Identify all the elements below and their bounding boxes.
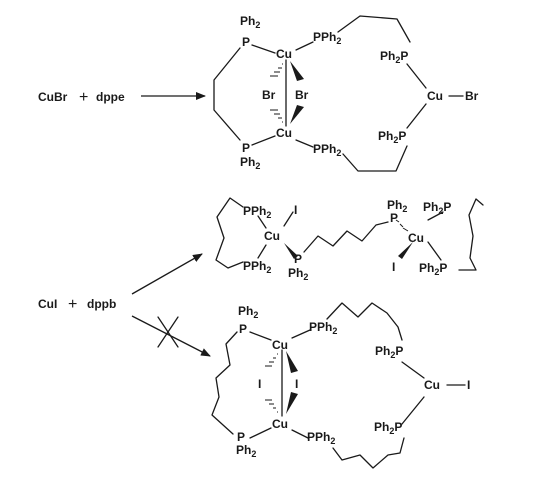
iodine-label: I <box>258 377 261 391</box>
bromine-label: Br <box>465 89 479 103</box>
wedge-bond <box>398 242 413 259</box>
dppe-backbone-left <box>213 47 241 141</box>
ph2-label: Ph2 <box>288 266 308 282</box>
reaction-arrow-up <box>131 253 203 295</box>
iodine-label: I <box>295 377 298 391</box>
copper-label: Cu <box>264 229 280 243</box>
dppb-chain-upper <box>326 302 403 341</box>
wedge-bond <box>286 351 298 373</box>
phosphorus-label: P <box>390 211 398 225</box>
bromine-label: Br <box>262 88 276 102</box>
iodine-label: I <box>467 378 470 392</box>
p-cu-bond <box>249 427 272 439</box>
ph2-label: Ph2 <box>236 443 256 459</box>
phosphorus-label: P <box>237 430 245 444</box>
dppe-backbone-upper <box>337 15 411 43</box>
p-cu-bond <box>257 215 267 229</box>
ph2-label: Ph2 <box>238 304 258 320</box>
ph2-label: Ph2 <box>240 155 260 171</box>
ph2p-label: Ph2P <box>419 261 447 277</box>
phosphorus-label: P <box>242 141 250 155</box>
wedge-bond <box>286 392 298 414</box>
p-cu-bond <box>406 103 427 129</box>
ph2-label: Ph2 <box>387 198 407 214</box>
ph2p-label: Ph2P <box>375 344 403 360</box>
wedge-bond <box>290 61 304 81</box>
copper-label: Cu <box>276 47 292 61</box>
hashed-bond <box>265 353 278 367</box>
bromine-label: Br <box>295 88 309 102</box>
dppb-chain-bridge <box>303 221 389 253</box>
dppb-chain-left <box>211 331 238 435</box>
dppe-backbone-lower <box>342 145 408 172</box>
reagent-cui: CuI <box>38 297 57 311</box>
copper-label: Cu <box>424 378 440 392</box>
ph2p-label: Ph2P <box>378 129 406 145</box>
pph2-label: PPh2 <box>313 30 341 46</box>
svg-text:Ph2: Ph2 <box>387 198 407 214</box>
cu-p-bond <box>291 329 311 339</box>
hashed-bond <box>270 109 283 123</box>
reaction-1-reactants: CuBr + dppe <box>38 89 125 106</box>
cu-p-bond <box>295 41 314 51</box>
cu-p-bond <box>427 211 444 221</box>
ph2p-label: Ph2P <box>380 49 408 65</box>
phosphorus-label: P <box>239 322 247 336</box>
pph2-label: PPh2 <box>313 142 341 158</box>
svg-text:Ph2: Ph2 <box>240 14 260 30</box>
reagent-dppb: dppb <box>87 297 116 311</box>
dppb-chain-lower <box>332 437 405 469</box>
ph2-label: Ph2 <box>240 14 260 30</box>
cu-p-bond <box>427 241 442 261</box>
cu-p-bond <box>291 429 309 439</box>
cu-i-bond <box>283 211 294 227</box>
plus-sign-2: + <box>68 296 77 313</box>
p-cu-bond <box>249 331 272 341</box>
reaction-2: CuI + dppb PPh <box>38 197 484 469</box>
ph2p-label: Ph2P <box>374 420 402 436</box>
hashed-bond <box>395 219 409 232</box>
phosphorus-label: P <box>242 35 250 49</box>
p-cu-bond <box>401 396 425 425</box>
cu-p-bond <box>295 139 314 148</box>
svg-text:Ph2: Ph2 <box>288 266 308 282</box>
phosphorus-label: P <box>294 252 302 266</box>
reagent-dppe: dppe <box>96 90 125 104</box>
pph2-label: PPh2 <box>307 430 335 446</box>
copper-label: Cu <box>276 126 292 140</box>
pph2-label: PPh2 <box>243 259 271 275</box>
wedge-bond <box>284 243 298 259</box>
svg-text:Ph2: Ph2 <box>238 304 258 320</box>
blocked-reaction-cross <box>157 316 179 348</box>
iodine-label: I <box>392 260 395 274</box>
p-cu-bond <box>251 44 276 54</box>
copper-label: Cu <box>272 338 288 352</box>
reaction-1: CuBr + dppe <box>38 14 479 172</box>
p-cu-bond <box>401 361 425 379</box>
svg-text:Ph2: Ph2 <box>236 443 256 459</box>
p-cu-bond <box>257 244 267 259</box>
plus-sign-1: + <box>79 89 88 106</box>
pph2-label: PPh2 <box>243 204 271 220</box>
dppb-chain-right <box>458 198 484 271</box>
hashed-bond <box>270 63 283 77</box>
copper-label: Cu <box>272 417 288 431</box>
ph2p-label: Ph2P <box>423 200 451 216</box>
iodine-label: I <box>294 203 297 217</box>
copper-label: Cu <box>408 231 424 245</box>
reagent-cubr: CuBr <box>38 90 68 104</box>
hashed-bond <box>265 399 278 413</box>
p-cu-bond <box>406 63 427 89</box>
svg-text:Ph2: Ph2 <box>240 155 260 171</box>
dppb-chain-left <box>215 197 244 269</box>
dinuclear-bromide-complex: Ph2 P Cu PPh2 Br Br Cu P Ph2 PPh2 Ph2P C… <box>213 14 479 172</box>
copper-label: Cu <box>427 89 443 103</box>
wedge-bond <box>290 105 304 124</box>
reaction-2-reactants: CuI + dppb <box>38 296 116 313</box>
dinuclear-iodide-complex: Ph2 P PPh2 Cu I I Cu P Ph2 PPh2 Ph2P Cu … <box>211 302 470 469</box>
pph2-label: PPh2 <box>309 320 337 336</box>
polymeric-iodide-chain: PPh2 I Cu PPh2 P Ph2 Ph2 P Cu Ph2P I Ph2… <box>215 197 484 282</box>
p-cu-bond <box>251 135 276 146</box>
